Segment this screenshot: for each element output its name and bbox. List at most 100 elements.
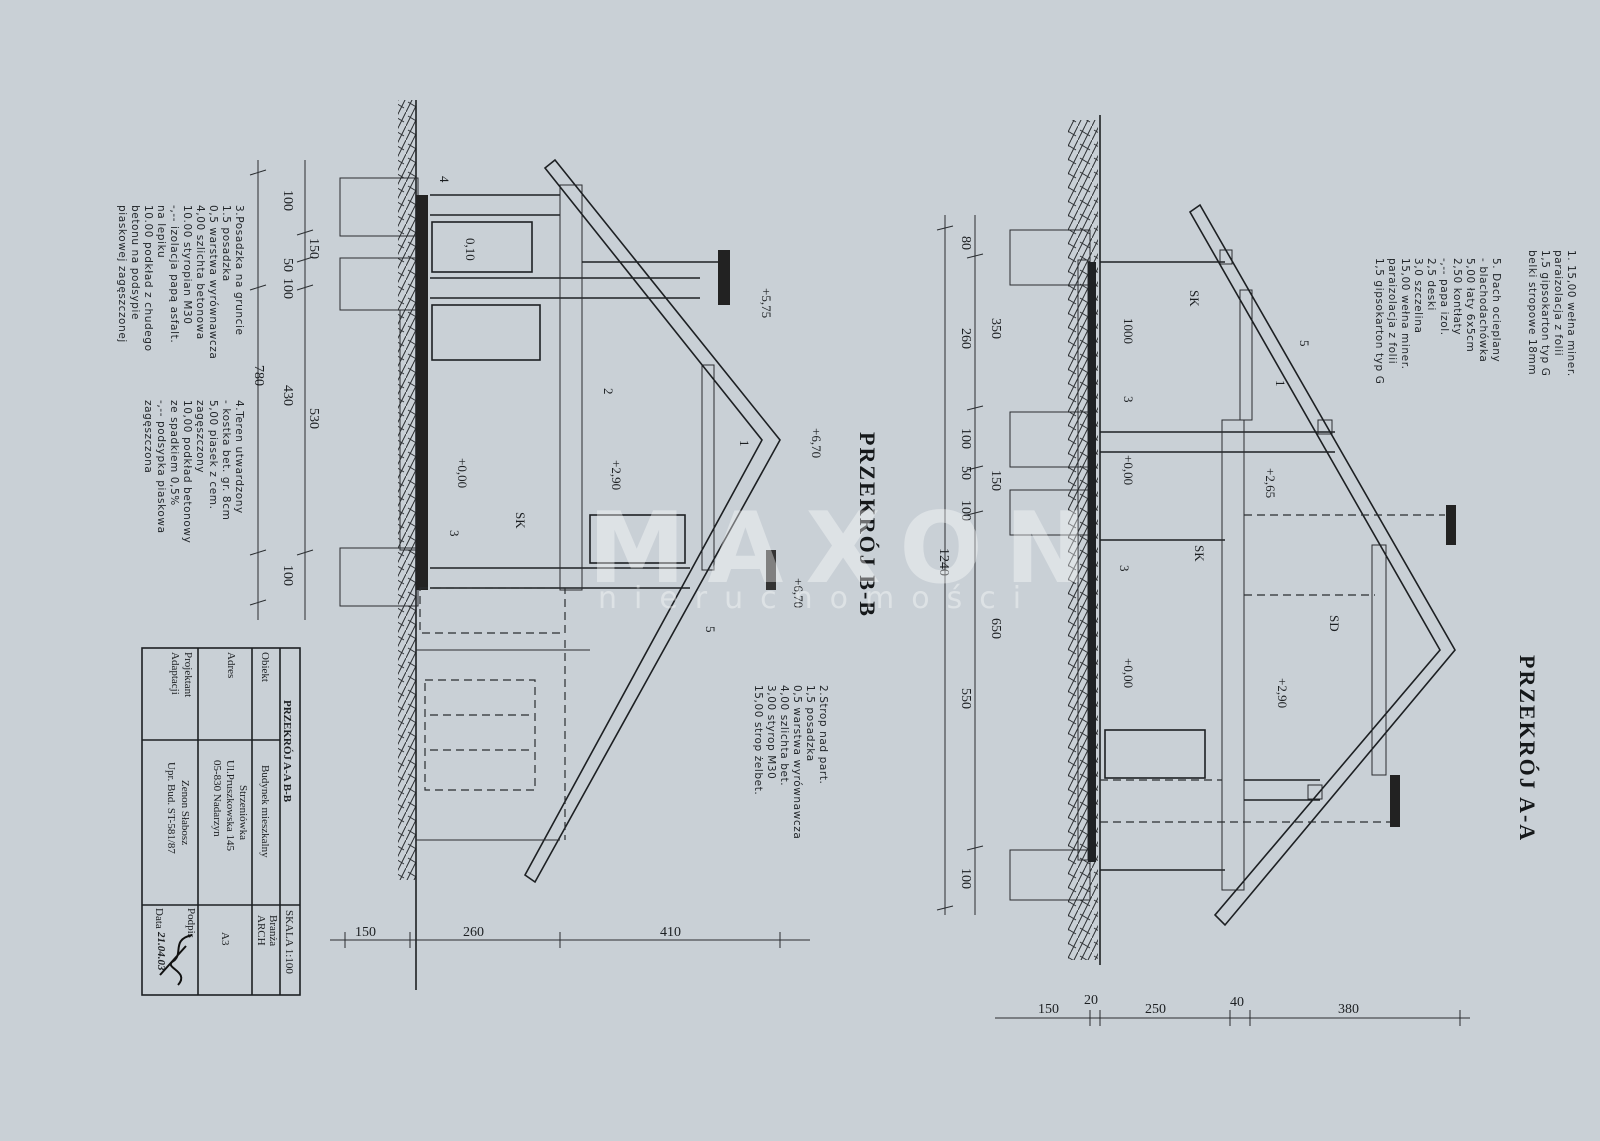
legend-line: 4,00 szlichta betonowa xyxy=(194,205,206,340)
layer-marker: 1 xyxy=(1273,380,1288,387)
legend-line: -,-- papa izol. xyxy=(1438,258,1450,336)
layer-marker: 2 xyxy=(601,388,616,395)
legend-line: na lepiku xyxy=(155,205,167,258)
window xyxy=(431,304,541,361)
dimension-label: 250 xyxy=(1145,1002,1166,1017)
legend-terrain: 4.Teren utwardzony - kostka bet. gr. 8cm… xyxy=(142,400,245,543)
level-label: 1000 xyxy=(1121,318,1136,344)
designer-label: Projektant xyxy=(182,652,194,697)
window-outline xyxy=(424,679,536,791)
section-aa-labels: PRZEKRÓJ A-A 1000 +0,00 +2,65 +0,00 +2,9… xyxy=(936,236,1540,1017)
date-label: Data xyxy=(153,908,165,929)
level-label: +0,00 xyxy=(455,458,470,488)
dimension-label: 550 xyxy=(958,688,973,709)
legend-line: piaskowej zagęszczonej xyxy=(116,205,128,343)
terrace xyxy=(419,587,566,634)
legend-line: 5. Dach ocieplany xyxy=(1490,258,1502,362)
wall xyxy=(559,184,583,591)
branch-label: Branża xyxy=(267,915,279,946)
legend-line: 10,00 podkład betonowy xyxy=(181,400,193,543)
dimension-label: 530 xyxy=(306,408,321,429)
section-aa-title: PRZEKRÓJ A-A xyxy=(1515,655,1540,842)
dimension-label: 100 xyxy=(958,868,973,889)
purlin xyxy=(1390,775,1400,827)
level-label: +0,00 xyxy=(1121,658,1136,688)
layer-marker: 3 xyxy=(1121,396,1136,403)
legend-line: 1,5 gipsokarton typ G xyxy=(1373,258,1385,384)
window xyxy=(589,514,686,564)
legend-line: paraizolacja z folii xyxy=(1386,258,1398,364)
object-value: Budynek mieszkalny xyxy=(259,765,271,858)
dimension-label: 410 xyxy=(660,925,681,940)
legend-line: 1.5 posadzka xyxy=(220,205,232,282)
layer-marker: 5 xyxy=(1297,340,1312,347)
dimension-label: 260 xyxy=(463,925,484,940)
legend-line: 4,00 szlichta bet. xyxy=(778,685,790,786)
dimension-label: 20 xyxy=(1084,993,1098,1008)
title-block-scale: SKALA 1:100 xyxy=(283,910,295,974)
legend-line: 1. 15,00 wełna miner. xyxy=(1565,250,1577,377)
layer-marker: SK xyxy=(513,512,528,529)
legend-line: 5,00 piasek z cem. xyxy=(207,400,219,510)
legend-line: -,-- izolacja papą asfalt. xyxy=(168,205,180,343)
layer-marker: 3 xyxy=(1117,565,1132,572)
dimension-label: 650 xyxy=(988,618,1003,639)
dimension-label: 780 xyxy=(251,365,266,386)
legend-line: 10.00 podkład z chudego xyxy=(142,205,154,352)
section-bb-title: PRZEKRÓJ B-B xyxy=(855,432,880,618)
signature-label: Podpis xyxy=(185,908,197,938)
level-label: +6,70 xyxy=(809,428,824,458)
dimension-label: 350 xyxy=(988,318,1003,339)
legend-line: 10.00 styropian M30 xyxy=(181,205,193,325)
legend-line: - blachodachówka xyxy=(1477,258,1489,362)
dimension-label: 150 xyxy=(988,470,1003,491)
legend-line: 3,0 szczelina xyxy=(1412,258,1424,334)
legend-line: 15,00 strop żelbet. xyxy=(752,685,764,795)
level-label: +5,75 xyxy=(759,288,774,318)
watermark-brand: MAXON xyxy=(588,492,1109,606)
dimension-label: 150 xyxy=(306,238,321,259)
legend-line: 3,00 styrop M30 xyxy=(765,685,777,779)
level-label: +0,00 xyxy=(1121,455,1136,485)
legend-line: 5,00 łaty 6x5cm xyxy=(1464,258,1476,352)
dimension-label: 100 xyxy=(958,428,973,449)
purlin xyxy=(718,250,730,305)
dimension-label: 40 xyxy=(1230,995,1244,1010)
dimension-label: 430 xyxy=(280,385,295,406)
purlin xyxy=(766,550,776,590)
legend-roof: 1. 15,00 wełna miner. paraizolacja z fol… xyxy=(1373,250,1577,384)
dimension-label: 50 xyxy=(958,466,973,480)
legend-line: 1,5 gipsokarton typ G xyxy=(1539,250,1551,376)
title-block-heading: PRZEKRÓJ A-A B-B xyxy=(281,700,293,803)
signature xyxy=(159,934,193,986)
section-bb-drawing xyxy=(249,100,810,990)
designer-label: Adaptacji xyxy=(169,652,181,695)
level-label: +2,65 xyxy=(1263,468,1278,498)
floor-slab xyxy=(1088,262,1096,862)
purlin xyxy=(1446,505,1456,545)
legend-line: 1,5 posadzka xyxy=(804,685,816,762)
dimension-label: 380 xyxy=(1338,1002,1359,1017)
layer-marker: 5 xyxy=(703,626,718,633)
legend-line: - kostka bet. gr. 8cm xyxy=(220,400,232,520)
designer-name: Zenon Słabosz xyxy=(179,780,191,845)
dimension-label: 150 xyxy=(1038,1002,1059,1017)
window xyxy=(1104,729,1206,779)
legend-line: paraizolacja z folii xyxy=(1552,250,1564,356)
legend-ceiling: 2.Strop nad part. 1,5 posadzka 0,5 warst… xyxy=(752,685,829,839)
legend-line: belki stropowe 18mm xyxy=(1526,250,1538,375)
foundation xyxy=(1009,849,1091,901)
dimension-label: 260 xyxy=(958,328,973,349)
layer-marker: SK xyxy=(1192,545,1207,562)
sheet-size: A3 xyxy=(219,932,231,946)
legend-line: 0,5 warstwa wyrównawcza xyxy=(791,685,803,839)
branch-value: ARCH xyxy=(255,915,267,946)
legend-floor: 3.Posadzka na gruncie 1.5 posadzka 0,5 w… xyxy=(116,205,245,359)
dimension-label: 100 xyxy=(280,278,295,299)
section-aa-drawing xyxy=(936,115,1470,1026)
level-label: +2,90 xyxy=(1275,678,1290,708)
watermark: MAXON nieruchomości xyxy=(588,492,1109,616)
address-line: Ul.Pruszkowska 145 xyxy=(224,760,236,852)
level-label: +6,70 xyxy=(791,578,806,608)
dimension-label: 100 xyxy=(280,565,295,586)
